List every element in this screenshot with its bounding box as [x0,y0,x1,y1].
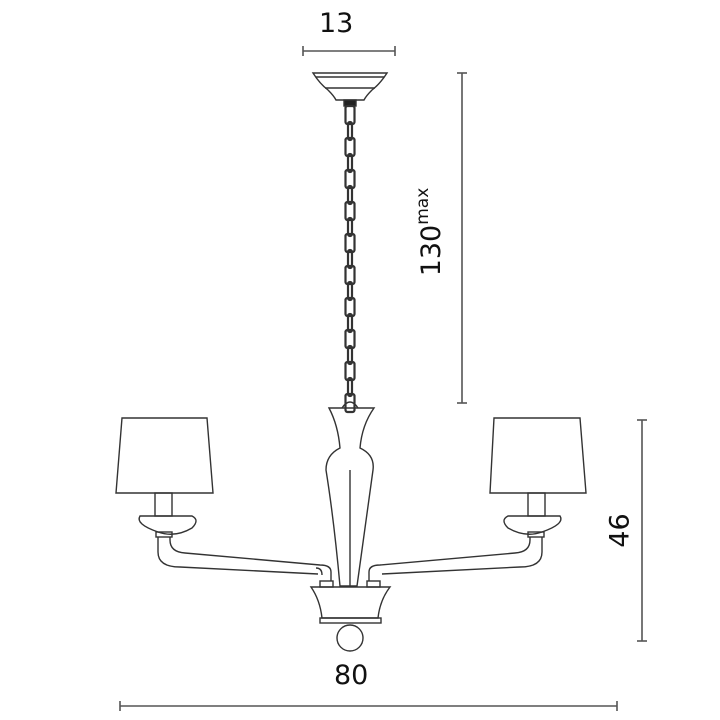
left-lamp-shade [115,417,214,494]
chain-link [344,360,356,382]
chain-link [344,392,356,414]
chain-link [346,312,354,334]
chain-link [346,216,354,238]
chain-link [346,152,354,174]
chain-link [346,376,354,398]
drop-height-dim-line [457,72,467,404]
body-height-label: 46 [604,513,636,548]
overall-width-dim-line [119,701,618,711]
ceiling-canopy [311,72,389,107]
right-lamp-shade [489,417,587,494]
chain-link [344,104,356,126]
right-arm [368,417,587,581]
chain-link [344,264,356,286]
canopy-width-dim-line [302,46,396,56]
dimension-lines [119,46,647,711]
drop-height-label: 130max [413,182,447,282]
central-body [309,401,392,652]
chain-link [346,280,354,302]
chain-link [344,232,356,254]
chain-link [344,168,356,190]
left-arm [115,417,332,581]
chain-link [344,200,356,222]
chain [344,104,356,414]
chain-link [346,248,354,270]
body-height-dim-line [637,419,647,642]
chain-link [344,328,356,350]
chain-link [344,136,356,158]
chain-link [346,120,354,142]
chain-link [344,296,356,318]
drop-height-suffix: max [413,187,433,225]
drop-height-value: 130 [416,224,447,277]
chain-link [346,344,354,366]
chain-link [346,184,354,206]
canopy-width-label: 13 [319,8,354,39]
overall-width-label: 80 [334,660,369,691]
